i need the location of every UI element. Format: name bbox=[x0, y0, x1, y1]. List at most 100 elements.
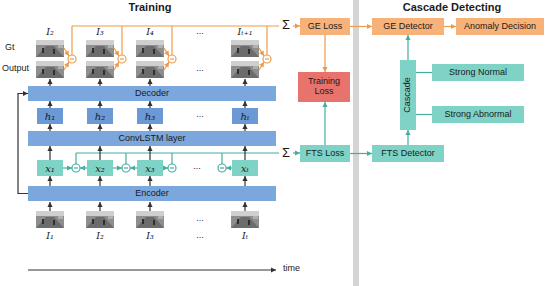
node-text: h₁ bbox=[45, 111, 55, 122]
difference-circle bbox=[168, 55, 176, 63]
video-frame bbox=[136, 211, 164, 228]
connector bbox=[18, 91, 28, 194]
node-text: xₜ bbox=[241, 163, 249, 174]
video-frame bbox=[86, 40, 114, 57]
frame-detail bbox=[108, 216, 113, 219]
minus-sign bbox=[74, 167, 78, 168]
frame-person bbox=[153, 49, 155, 54]
frame-walkway bbox=[231, 67, 259, 78]
minus-sign bbox=[70, 58, 74, 59]
loss-box: FTS Loss bbox=[300, 145, 350, 162]
arrow-head bbox=[242, 101, 247, 106]
connector bbox=[444, 24, 456, 29]
time-axis bbox=[28, 269, 276, 270]
arrow-head bbox=[114, 62, 119, 68]
layer-band: Encoder bbox=[28, 186, 276, 201]
diff-to-sum bbox=[221, 153, 222, 164]
frame-ground bbox=[86, 61, 114, 78]
connector bbox=[405, 130, 410, 145]
gt-to-diff bbox=[164, 48, 169, 56]
frame-detail bbox=[108, 66, 113, 69]
label-text: ... bbox=[195, 214, 205, 224]
node-text: Decoder bbox=[135, 89, 169, 99]
arrow-head bbox=[97, 202, 102, 207]
difference-circle bbox=[68, 55, 76, 63]
label-text: Σ bbox=[281, 146, 291, 160]
node-text: x₁ bbox=[45, 163, 55, 174]
connector-line bbox=[324, 102, 325, 145]
node-text: Encoder bbox=[135, 189, 169, 199]
frame-detail bbox=[253, 216, 258, 219]
arrow-head bbox=[114, 50, 119, 56]
frame-person bbox=[53, 49, 55, 54]
frame-walkway bbox=[36, 46, 64, 57]
frame-walkway bbox=[136, 46, 164, 57]
label-text: ... bbox=[192, 162, 202, 172]
frame-person bbox=[248, 220, 250, 225]
frame-person bbox=[53, 70, 55, 75]
frame-person bbox=[153, 220, 155, 225]
decision-box: Anomaly Decision bbox=[456, 18, 544, 35]
node-text: GE Loss bbox=[308, 22, 343, 32]
frame-person bbox=[103, 70, 105, 75]
frame-sky bbox=[86, 40, 114, 45]
frame-ground bbox=[231, 211, 259, 228]
node-text: GE Detector bbox=[383, 22, 433, 32]
node-text: Strong Normal bbox=[449, 68, 507, 78]
difference-circle bbox=[72, 164, 80, 172]
label-text: I₃ bbox=[95, 27, 105, 37]
difference-circle bbox=[168, 164, 176, 172]
frame-person bbox=[248, 70, 250, 75]
frame-person bbox=[237, 48, 239, 53]
frame-person bbox=[142, 219, 144, 224]
minus-sign bbox=[170, 167, 174, 168]
cascade-box: Cascade bbox=[400, 60, 416, 130]
diff-to-sum bbox=[171, 26, 172, 55]
arrow-head bbox=[130, 165, 135, 170]
frame-person bbox=[142, 48, 144, 53]
node-text: Training Loss bbox=[298, 77, 350, 97]
frame-walkway bbox=[36, 217, 64, 228]
frame-walkway bbox=[86, 67, 114, 78]
result-box: Strong Abnormal bbox=[432, 106, 524, 123]
connector bbox=[242, 176, 247, 186]
arrow-head bbox=[163, 165, 168, 170]
connector bbox=[242, 146, 247, 160]
arrow-head bbox=[47, 202, 52, 207]
frame-sky bbox=[136, 211, 164, 216]
frame-person bbox=[153, 70, 155, 75]
arrow-head bbox=[405, 35, 410, 40]
frame-ground bbox=[36, 211, 64, 228]
label-text: Gt bbox=[4, 43, 16, 53]
connector bbox=[322, 35, 327, 72]
arrow-head bbox=[47, 79, 52, 84]
label-text: I₂ bbox=[45, 27, 55, 37]
diff-to-sum bbox=[171, 153, 172, 164]
connector bbox=[97, 176, 102, 186]
label-text: ... bbox=[195, 231, 205, 241]
fts-sum-line bbox=[76, 152, 279, 153]
label-text: ... bbox=[195, 110, 205, 120]
label-text: Iₜ bbox=[241, 231, 249, 241]
label-text: time bbox=[282, 264, 301, 274]
frame-detail bbox=[253, 45, 258, 48]
output-to-diff bbox=[259, 62, 264, 70]
node-text: Anomaly Decision bbox=[464, 22, 536, 32]
frame-sky bbox=[86, 211, 114, 216]
connector bbox=[322, 102, 327, 145]
frame-sky bbox=[36, 211, 64, 216]
video-frame bbox=[86, 211, 114, 228]
label-text: I₃ bbox=[145, 231, 155, 241]
frame-sky bbox=[36, 61, 64, 66]
frame-sky bbox=[86, 61, 114, 66]
node-text: FTS Detector bbox=[381, 149, 435, 159]
arrow-head bbox=[147, 124, 152, 129]
frame-detail bbox=[108, 45, 113, 48]
frame-person bbox=[42, 219, 44, 224]
video-frame bbox=[231, 40, 259, 57]
frame-detail bbox=[58, 216, 63, 219]
connector bbox=[97, 124, 102, 131]
diff-to-sum bbox=[121, 26, 122, 55]
arrow-head bbox=[47, 101, 52, 106]
